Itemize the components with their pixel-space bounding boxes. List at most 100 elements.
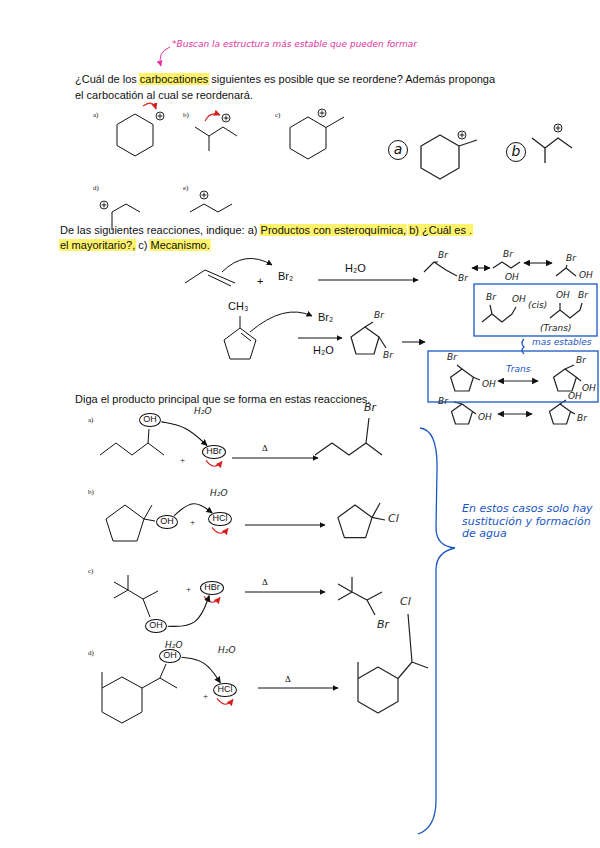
handwritten-product	[482, 305, 516, 322]
handwritten-product	[452, 404, 473, 424]
item-letter: b)	[88, 488, 94, 496]
handwritten-product	[365, 322, 386, 348]
printed-text: Diga el producto principal que se forma …	[75, 393, 370, 406]
reactant-skeleton	[224, 328, 256, 359]
hydride-shift-arrow	[143, 103, 220, 121]
handwritten-product	[565, 365, 581, 381]
handwritten-final-product	[372, 503, 385, 520]
hydride-shift-arrow	[143, 103, 156, 109]
handwritten-product	[556, 265, 576, 276]
node-text: a	[394, 142, 403, 157]
resonance-arrow	[498, 413, 532, 414]
reaction-arrow	[298, 338, 342, 339]
node-text: OH	[149, 621, 163, 631]
handwritten-note: (Trans)	[540, 323, 571, 333]
carbocation-skeleton	[290, 117, 326, 159]
handwritten-final-product	[338, 577, 382, 615]
handwritten-note: OH	[579, 270, 593, 280]
handwritten-note: H₂O	[194, 406, 211, 416]
handwritten-note: (cis)	[528, 300, 547, 310]
blue-highlight-box	[428, 351, 598, 402]
handwritten-product	[457, 365, 480, 380]
item-letter: e)	[183, 184, 188, 192]
handwritten-product	[351, 327, 379, 354]
positive-charge	[318, 109, 326, 117]
handwritten-carbocation	[532, 138, 572, 163]
handwritten-note: mas estables	[532, 337, 592, 347]
positive-charge	[100, 201, 108, 209]
bond-breaking-arrow	[206, 460, 222, 466]
handwritten-note: Br	[374, 310, 384, 320]
printed-text: H₂O	[345, 262, 366, 275]
circled-reagent: OH	[156, 515, 179, 530]
carbocation-skeleton	[195, 127, 237, 151]
blue-highlight-box	[418, 428, 455, 834]
handwritten-final-product	[315, 418, 382, 455]
positive-charge	[202, 193, 207, 198]
node-text: HBr	[204, 583, 220, 593]
curved-mechanism-arrow	[161, 422, 207, 446]
node-text: HCl	[213, 514, 228, 524]
item-letter: Δ	[285, 674, 291, 684]
item-letter: +	[180, 455, 185, 465]
reactant-skeleton	[100, 316, 256, 723]
handwritten-note: OH	[568, 391, 582, 401]
handwritten-note: Cl	[388, 513, 399, 526]
positive-charge	[320, 111, 325, 116]
circled-reagent: HBr	[202, 445, 227, 460]
curved-mechanism-arrow	[168, 596, 210, 627]
handwritten-note: Cl	[400, 596, 411, 609]
handwritten-note: Br	[447, 352, 457, 362]
handwritten-note: En estos casos solo hay sustitución y fo…	[462, 503, 596, 541]
handwritten-charge	[458, 124, 562, 139]
handwritten-note: *Buscan la estructura más estable que pu…	[172, 39, 417, 49]
printed-text: Br₂	[278, 270, 293, 283]
resonance-arrow	[402, 341, 425, 342]
node-text: OH	[143, 415, 157, 425]
item-letter: Δ	[262, 577, 268, 587]
circled-reagent: HBr	[200, 581, 225, 596]
printed-text: De las siguientes reacciones, indique: a…	[60, 224, 472, 237]
handwritten-charge	[554, 124, 562, 132]
handwritten-product	[554, 369, 577, 391]
item-letter: Δ	[262, 443, 268, 453]
handwritten-charge	[556, 126, 561, 131]
item-letter: +	[190, 517, 195, 527]
handwritten-note: Br	[486, 292, 496, 302]
handwritten-carbocation	[459, 140, 477, 146]
pink-annotation-arrow	[160, 47, 170, 66]
node-text: b	[512, 144, 521, 159]
reactant-skeleton	[240, 316, 251, 341]
item-letter: d)	[88, 649, 94, 657]
positive-charge	[200, 191, 208, 199]
handwritten-note: Br	[578, 290, 588, 300]
item-letter: c)	[275, 111, 280, 119]
circled-reagent: HCl	[208, 512, 232, 527]
positive-charge	[100, 109, 326, 209]
positive-charge	[156, 112, 164, 120]
handwritten-charge	[458, 131, 466, 139]
handwritten-product	[550, 303, 582, 318]
item-letter: a)	[88, 416, 93, 424]
handwritten-note: Br	[577, 413, 587, 423]
handwritten-note: H₂O	[210, 488, 227, 498]
printed-text: +	[257, 275, 263, 288]
item-letter: +	[203, 691, 208, 701]
handwritten-note: Br	[576, 355, 586, 365]
handwritten-note: OH	[478, 412, 492, 422]
handwritten-final-product	[338, 505, 372, 538]
reactant-skeleton	[102, 677, 142, 723]
reaction-arrow	[245, 525, 325, 526]
handwritten-final-product	[358, 667, 398, 713]
item-letter: c)	[88, 567, 93, 575]
propene-structure	[208, 275, 231, 286]
circled-letter: b	[506, 142, 526, 162]
reaction-arrow	[245, 592, 325, 593]
resonance-arrow	[498, 380, 538, 381]
carbocation-skeleton	[326, 117, 344, 128]
reactant-skeleton	[114, 575, 158, 617]
printed-text: ¿Cuál de los carbocationes siguientes es…	[75, 73, 495, 86]
bond-breaking-arrow	[212, 527, 228, 533]
reaction-arrow	[318, 280, 418, 281]
